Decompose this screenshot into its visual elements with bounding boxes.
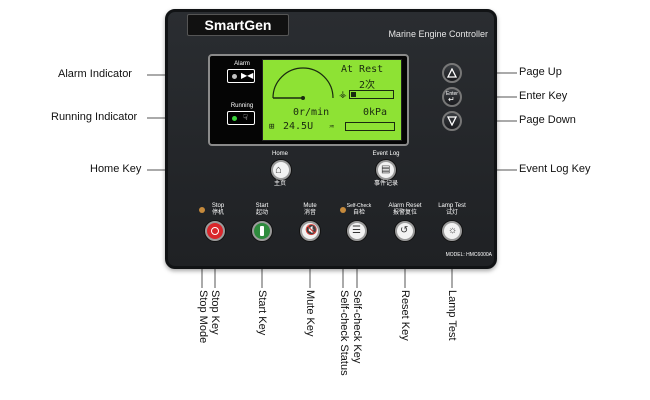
- self-check-key-sub: 自检: [352, 210, 365, 216]
- start-key-sub: 起动: [255, 210, 268, 216]
- callout-page-down: Page Down: [519, 114, 576, 126]
- stop-mode-led: [199, 207, 205, 213]
- callout-page-up: Page Up: [519, 66, 562, 78]
- start-button[interactable]: [252, 221, 272, 241]
- page-down-button[interactable]: [442, 111, 462, 131]
- alarm-reset-button[interactable]: ↺: [395, 221, 415, 241]
- callout-enter-key: Enter Key: [519, 90, 568, 102]
- self-check-button[interactable]: ☰: [347, 221, 367, 241]
- running-led-icon: [232, 116, 237, 121]
- brand-logo: SmartGen: [187, 14, 289, 36]
- home-icon: ⌂: [275, 164, 282, 176]
- panel-title: Marine Engine Controller: [388, 29, 488, 39]
- enter-label: Enter: [446, 91, 458, 97]
- callout-mute-key: Mute Key: [304, 290, 316, 337]
- thermometer-icon: ⚶: [339, 90, 347, 100]
- lamp-test-key-sub: 试灯: [445, 210, 458, 216]
- page-up-button[interactable]: [442, 63, 462, 83]
- event-log-button[interactable]: ▤: [376, 160, 396, 180]
- lcd-screen: At Rest 2次 ⚶ 0r/min 0kPa ⊞ 24.5U ♒: [262, 59, 402, 141]
- home-key-sub: 主页: [273, 181, 286, 187]
- callout-self-check-status: Self-check Status: [338, 290, 350, 376]
- start-bar-icon: [260, 226, 264, 236]
- temperature-bar: [349, 90, 394, 99]
- lcd-status-sub: 2次: [359, 80, 376, 91]
- self-check-status-led: [340, 207, 346, 213]
- callout-reset-key: Reset Key: [399, 290, 411, 341]
- start-key-label: Start: [255, 203, 269, 209]
- triangle-up-icon: [447, 68, 457, 78]
- callout-alarm-indicator: Alarm Indicator: [58, 68, 132, 80]
- document-icon: ▤: [381, 164, 391, 175]
- checklist-icon: ☰: [352, 225, 361, 236]
- battery-icon: ⊞: [269, 122, 275, 132]
- enter-arrow-icon: ↵: [448, 95, 455, 104]
- mute-key-label: Mute: [303, 203, 317, 209]
- alarm-reset-key-sub: 报警复位: [392, 210, 417, 216]
- mute-key-sub: 消音: [303, 210, 316, 216]
- alarm-indicator: ▶◀: [227, 69, 255, 83]
- lightbulb-icon: ☼: [448, 225, 458, 236]
- event-log-key-label: Event Log: [372, 151, 400, 157]
- callout-event-log-key: Event Log Key: [519, 163, 591, 175]
- callout-home-key: Home Key: [90, 163, 142, 175]
- running-indicator: ☟: [227, 111, 255, 125]
- bell-icon: ▶◀: [241, 71, 254, 80]
- event-log-key-sub: 事件记录: [373, 181, 398, 187]
- temperature-bar-fill: [351, 92, 356, 97]
- lcd-status: At Rest: [341, 64, 384, 75]
- lcd-pressure: 0kPa: [363, 107, 388, 118]
- stop-circle-icon: [211, 227, 219, 235]
- home-key-label: Home: [271, 151, 288, 157]
- mute-button[interactable]: 🔇: [300, 221, 320, 241]
- callout-lamp-test: Lamp Test: [446, 290, 458, 341]
- alarm-led-icon: [232, 74, 237, 79]
- gauge-icon: [272, 67, 334, 100]
- speaker-mute-icon: 🔇: [305, 225, 318, 236]
- stop-key-sub: 停机: [211, 210, 224, 216]
- running-indicator-label: Running: [230, 103, 254, 109]
- triangle-down-icon: [447, 116, 457, 126]
- hand-icon: ☟: [243, 113, 248, 122]
- alarm-reset-key-label: Alarm Reset: [388, 203, 422, 209]
- lcd-rpm: 0r/min: [293, 107, 330, 118]
- lamp-test-button[interactable]: ☼: [442, 221, 462, 241]
- stop-key-label: Stop: [211, 203, 225, 209]
- stop-button[interactable]: [205, 221, 225, 241]
- reset-arrow-icon: ↺: [400, 225, 409, 236]
- home-button[interactable]: ⌂: [271, 160, 291, 180]
- oil-icon: ♒: [329, 122, 335, 132]
- alarm-indicator-label: Alarm: [234, 61, 250, 67]
- lamp-test-key-label: Lamp Test: [438, 203, 466, 209]
- callout-start-key: Start Key: [256, 290, 268, 336]
- lcd-voltage: 24.5U: [283, 121, 314, 132]
- oil-pressure-bar: [345, 122, 395, 131]
- self-check-key-label: Self-Check: [346, 203, 372, 209]
- model-number: MODEL: HMC6000A: [445, 252, 492, 258]
- callout-stop-key: Stop Key: [209, 290, 221, 335]
- callout-self-check-key: Self-check Key: [351, 290, 363, 364]
- callout-stop-mode: Stop Mode: [197, 290, 209, 344]
- enter-button[interactable]: Enter ↵: [442, 87, 462, 107]
- callout-running-indicator: Running Indicator: [51, 111, 138, 123]
